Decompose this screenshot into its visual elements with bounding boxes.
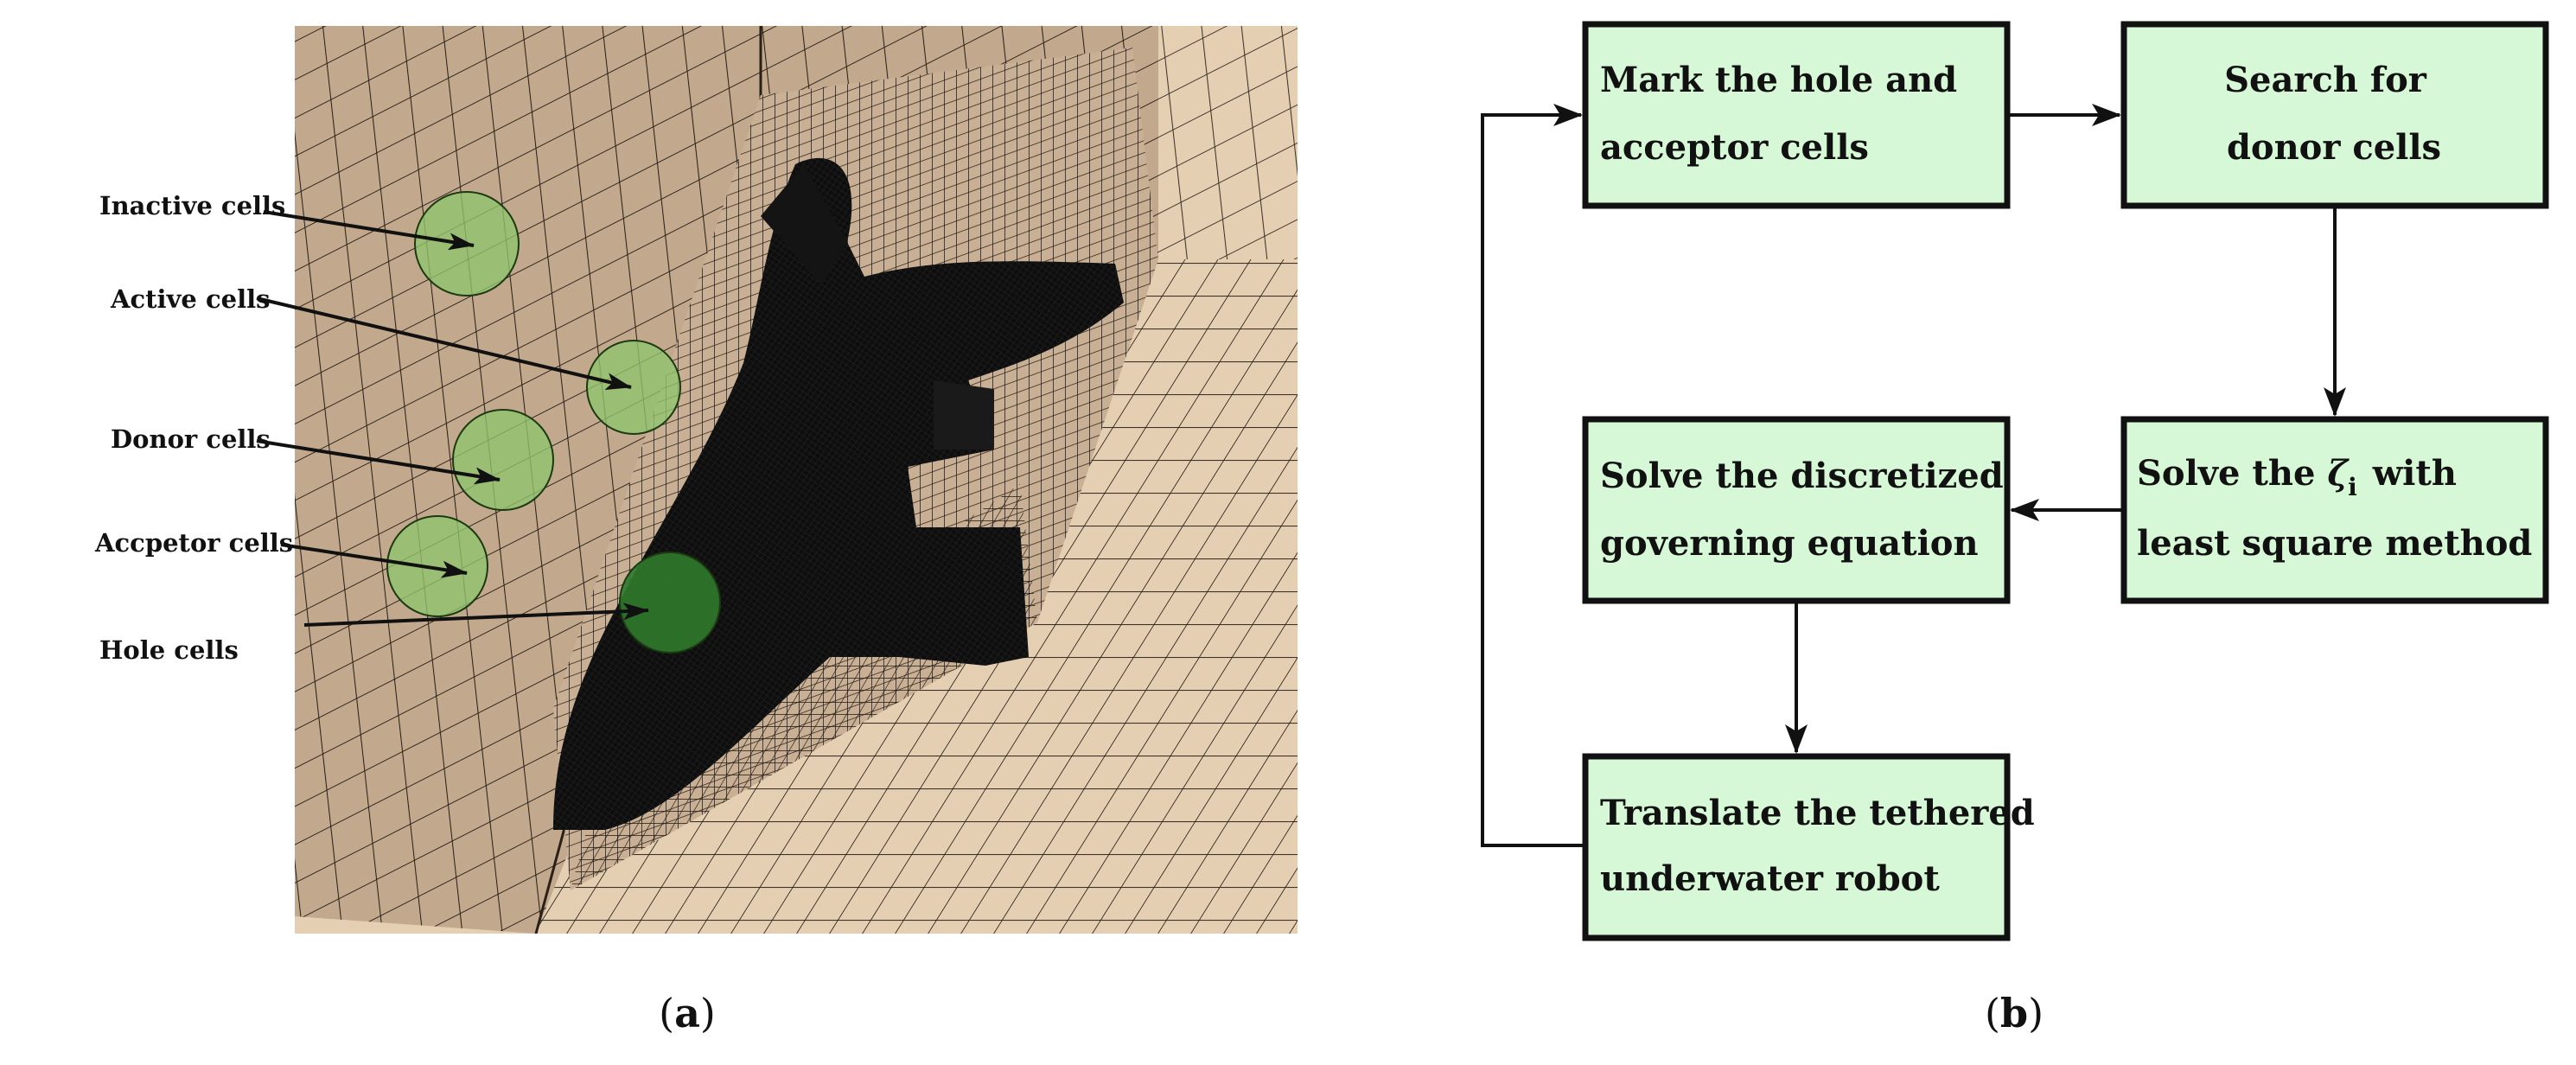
box-solve-equation xyxy=(1582,416,2011,604)
box-solve-zeta xyxy=(2120,416,2549,604)
active-cells-marker xyxy=(586,340,681,435)
label-acceptor-cells: Accpetor cells xyxy=(94,528,293,558)
box-search-donor-line2: donor cells xyxy=(2227,127,2441,168)
box-translate-robot-line1: Translate the tethered xyxy=(1600,793,2035,833)
label-leaders xyxy=(256,210,649,627)
box-search-donor-line1: Search for xyxy=(2224,60,2427,100)
box-mark-cells-line1: Mark the hole and xyxy=(1600,60,1957,100)
caption-a: (a) xyxy=(659,990,716,1036)
box-mark-cells xyxy=(1582,21,2011,209)
flowchart: Mark the hole and acceptor cells Search … xyxy=(1481,21,2549,941)
cell-markers xyxy=(386,191,721,654)
donor-cells-marker xyxy=(452,409,554,511)
box-translate-robot-line2: underwater robot xyxy=(1600,858,1940,899)
label-donor-cells: Donor cells xyxy=(111,424,271,454)
label-active-cells: Active cells xyxy=(110,284,270,314)
box-translate-robot xyxy=(1582,753,2011,941)
overset-mesh-image xyxy=(295,26,1298,934)
box-solve-zeta-line2: least square method xyxy=(2137,523,2532,564)
caption-b: (b) xyxy=(1985,990,2044,1036)
box-mark-cells-line2: acceptor cells xyxy=(1600,127,1869,168)
box-solve-equation-line1: Solve the discretized xyxy=(1600,456,2004,496)
arrow-translate-loop-to-mark xyxy=(1481,104,1583,847)
robot-mesh xyxy=(553,157,1124,830)
box-search-donor xyxy=(2120,21,2549,209)
box-solve-equation-line2: governing equation xyxy=(1600,523,1979,564)
flow-arrows xyxy=(1481,104,2346,847)
label-inactive-cells: Inactive cells xyxy=(99,191,285,220)
label-hole-cells: Hole cells xyxy=(99,635,239,665)
hole-cells-marker xyxy=(619,552,721,654)
acceptor-cells-marker xyxy=(386,515,488,617)
